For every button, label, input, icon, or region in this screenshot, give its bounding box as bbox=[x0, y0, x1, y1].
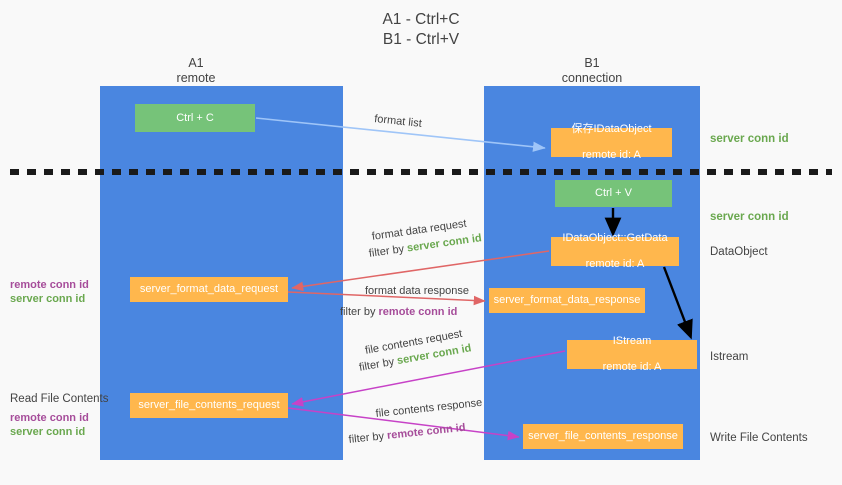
box-istream[interactable]: IStream remote id: A bbox=[567, 335, 697, 373]
edge-label-file-contents-response-filter: filter by remote conn id bbox=[348, 421, 466, 447]
box-server-format-data-request-label: server_format_data_request bbox=[139, 283, 279, 295]
annotation-remote-conn-id-2: remote conn id bbox=[10, 412, 89, 424]
filter-key-remote-conn-id-1: remote conn id bbox=[378, 306, 458, 318]
column-a1-sub: remote bbox=[176, 70, 216, 85]
box-getdata-line2: remote id: A bbox=[585, 258, 645, 270]
annotation-read-file-contents: Read File Contents bbox=[10, 393, 109, 405]
annotation-conn-id-group-2: remote conn id server conn id bbox=[10, 411, 89, 439]
annotation-dataobject: DataObject bbox=[710, 246, 768, 258]
column-a1-name: A1 bbox=[188, 56, 204, 70]
box-save-idataobject[interactable]: 保存IDataObject remote id: A bbox=[551, 123, 672, 161]
box-server-file-contents-request[interactable]: server_file_contents_request bbox=[130, 393, 288, 418]
annotation-server-conn-id-2: server conn id bbox=[10, 426, 86, 438]
phase-divider-dashed-line bbox=[10, 169, 832, 175]
edge-label-format-data-response: format data response bbox=[365, 285, 469, 297]
box-server-file-contents-response[interactable]: server_file_contents_response bbox=[523, 424, 683, 449]
filter-prefix-1: filter by bbox=[368, 242, 408, 260]
box-save-idataobject-line2: remote id: A bbox=[582, 149, 641, 161]
page-title: A1 - Ctrl+C B1 - Ctrl+V bbox=[0, 10, 842, 50]
filter-prefix-3: filter by bbox=[358, 355, 399, 374]
annotation-remote-conn-id-1: remote conn id bbox=[10, 279, 89, 291]
box-ctrl-c-label: Ctrl + C bbox=[176, 111, 214, 124]
box-istream-line2: remote id: A bbox=[602, 361, 662, 373]
edge-label-format-data-response-filter: filter by remote conn id bbox=[340, 305, 457, 319]
box-server-format-data-response[interactable]: server_format_data_response bbox=[489, 288, 645, 313]
filter-prefix-4: filter by bbox=[348, 429, 388, 446]
box-ctrl-v[interactable]: Ctrl + V bbox=[555, 180, 672, 207]
title-line-2: B1 - Ctrl+V bbox=[382, 31, 460, 48]
annotation-istream: Istream bbox=[710, 351, 749, 363]
edge-label-file-contents-response: file contents response bbox=[375, 396, 483, 420]
box-getdata-line1: IDataObject::GetData bbox=[562, 232, 668, 244]
box-ctrl-c[interactable]: Ctrl + C bbox=[135, 104, 255, 132]
edge-label-format-list: format list bbox=[373, 112, 423, 130]
column-b1-name: B1 bbox=[584, 56, 600, 70]
annotation-write-file-contents: Write File Contents bbox=[710, 432, 808, 444]
annotation-server-conn-id-top: server conn id bbox=[710, 133, 789, 145]
box-server-file-contents-response-label: server_file_contents_response bbox=[528, 430, 678, 442]
box-ctrl-v-label: Ctrl + V bbox=[595, 187, 632, 199]
filter-key-remote-conn-id-2: remote conn id bbox=[386, 421, 467, 442]
title-line-1: A1 - Ctrl+C bbox=[382, 11, 460, 28]
box-server-format-data-response-label: server_format_data_response bbox=[493, 294, 641, 306]
box-istream-line1: IStream bbox=[612, 335, 652, 347]
column-header-a1: A1 remote bbox=[131, 56, 261, 85]
box-server-file-contents-request-label: server_file_contents_request bbox=[138, 399, 280, 411]
column-header-b1: B1 connection bbox=[527, 56, 657, 85]
column-b1-sub: connection bbox=[561, 70, 623, 85]
box-save-idataobject-line1: 保存IDataObject bbox=[571, 123, 652, 135]
box-server-format-data-request[interactable]: server_format_data_request bbox=[130, 277, 288, 302]
filter-prefix-2: filter by bbox=[340, 306, 379, 318]
annotation-server-conn-id-mid: server conn id bbox=[710, 211, 789, 223]
annotation-conn-id-group-1: remote conn id server conn id bbox=[10, 278, 89, 306]
annotation-server-conn-id-1: server conn id bbox=[10, 293, 86, 305]
